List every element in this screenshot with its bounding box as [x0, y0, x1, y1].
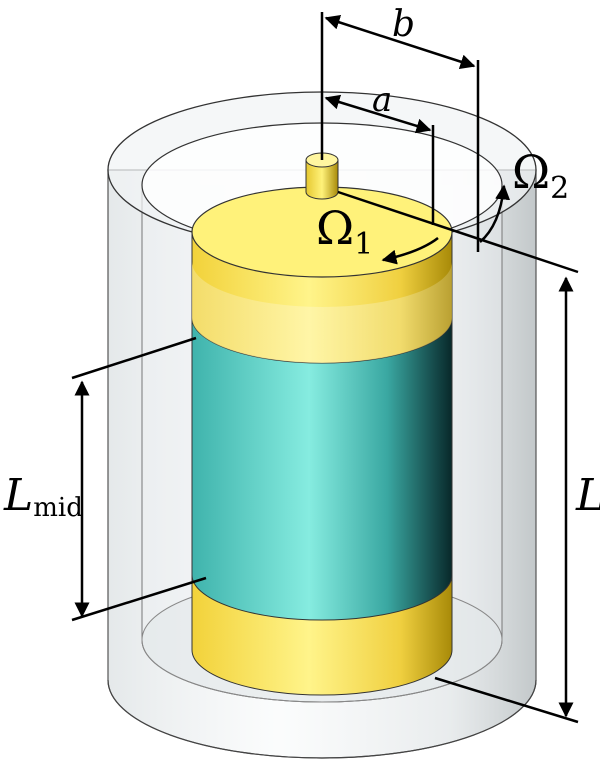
a-dimension-arrow: [324, 94, 432, 134]
Lmid-bottom-leader: [71, 576, 207, 622]
label-omega1: Ω1: [316, 201, 373, 262]
L-top-leader: [337, 190, 579, 274]
omega1-arrow: [381, 237, 439, 265]
Lmid-top-leader: [71, 336, 197, 380]
outer-shell-front: [107, 639, 537, 759]
dimension-lines: [71, 12, 579, 724]
labels: b a Ω2 Ω1 L Lmid: [3, 4, 600, 523]
L-bottom-leader: [434, 676, 579, 724]
label-Lmid: Lmid: [3, 470, 83, 523]
omega2-arrow: [479, 184, 511, 243]
label-a: a: [372, 80, 392, 120]
label-b: b: [392, 4, 415, 45]
b-dimension-arrow: [324, 15, 476, 69]
label-L: L: [575, 470, 600, 521]
label-omega2: Ω2: [512, 145, 569, 206]
